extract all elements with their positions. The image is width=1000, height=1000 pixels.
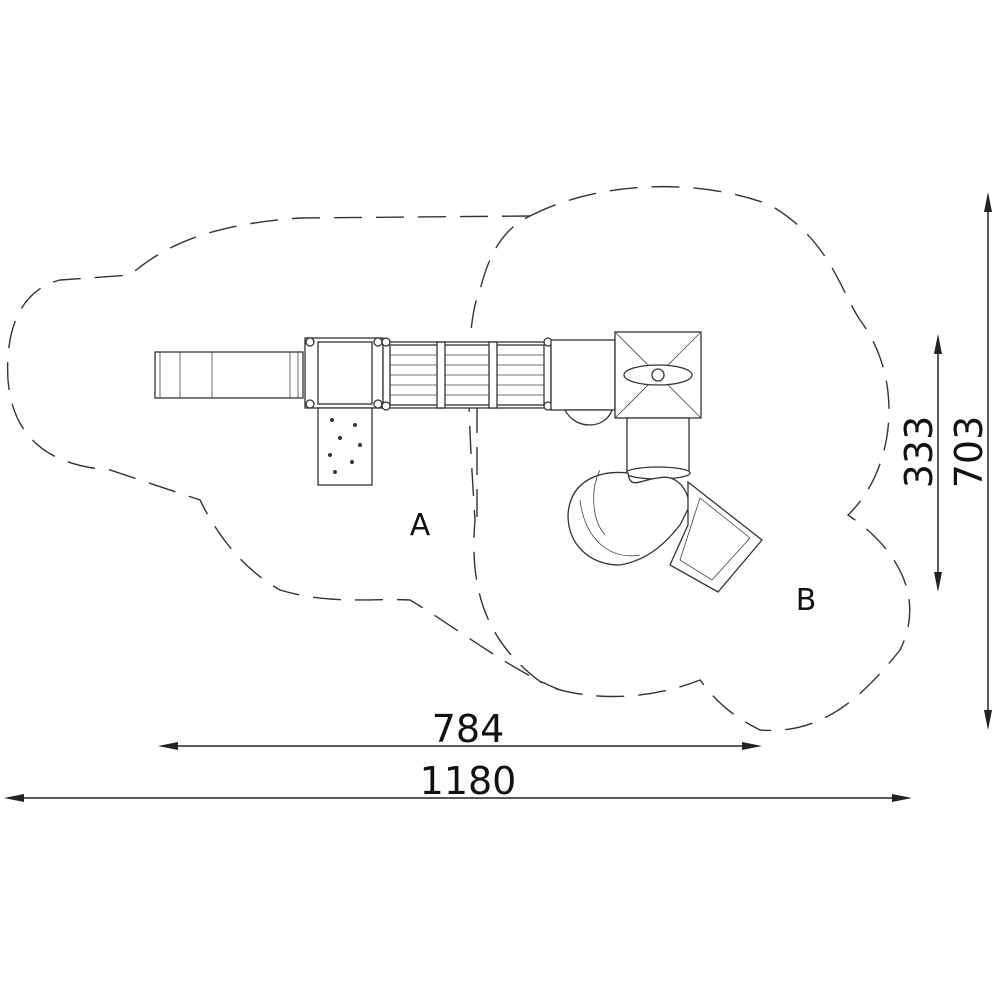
height-total-dimension: 703: [947, 192, 992, 730]
width-inner-dimension: 784: [158, 707, 762, 751]
safety-zone-b-outline: [468, 185, 911, 732]
zone-b-label: B: [796, 583, 817, 618]
tube-slide: [567, 417, 691, 566]
tower-platform-left: [304, 337, 384, 409]
roofed-tower: [614, 331, 702, 419]
tower-platform-middle: [550, 339, 616, 426]
height-inner-dimension: 333: [897, 334, 942, 592]
climbing-wall: [317, 407, 373, 486]
zone-a-label: A: [410, 508, 431, 543]
width-inner-value: 784: [432, 707, 505, 751]
slat-bridge: [381, 337, 553, 411]
angled-slide: [669, 480, 763, 593]
width-total-value: 1180: [420, 759, 517, 803]
safety-zone-a-outline: [6, 215, 561, 691]
height-total-value: 703: [947, 416, 991, 489]
width-total-dimension: 1180: [4, 759, 912, 803]
straight-slide: [154, 351, 304, 399]
height-inner-value: 333: [897, 416, 941, 489]
